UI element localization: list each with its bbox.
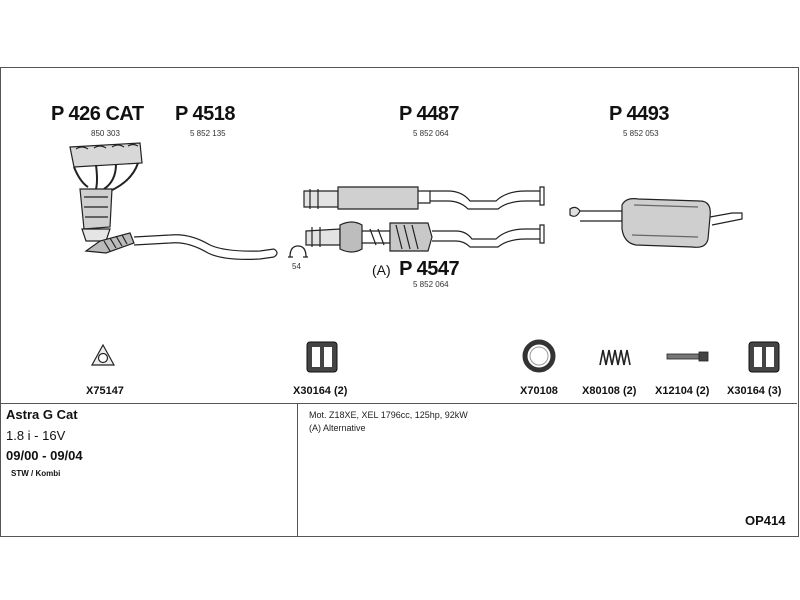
accessory-code-x75147: X75147: [86, 385, 124, 397]
spring-icon: [599, 349, 631, 366]
part-number-p4518: P 4518: [175, 103, 236, 125]
vehicle-engine: 1.8 i - 16V: [6, 428, 66, 443]
rubber-mount-icon: [748, 341, 780, 373]
accessory-code-x30164-3: X30164 (3): [727, 385, 782, 397]
accessory-code-x80108: X80108 (2): [582, 385, 637, 397]
accessory-code-x12104: X12104 (2): [655, 385, 710, 397]
part-number-p4493: P 4493: [609, 103, 670, 125]
vehicle-model: Astra G Cat: [6, 407, 78, 422]
vehicle-body: STW / Kombi: [11, 469, 61, 478]
horizontal-divider: [0, 403, 797, 404]
part-ref-p4518: 5 852 135: [190, 129, 226, 138]
clamp-icon: [288, 245, 308, 258]
rubber-mount-icon: [306, 341, 338, 373]
engine-note: Mot. Z18XE, XEL 1796cc, 125hp, 92kW: [309, 410, 468, 420]
gasket-flange-icon: [90, 343, 116, 366]
accessory-code-x30164-2: X30164 (2): [293, 385, 348, 397]
part-number-p426cat: P 426 CAT: [51, 103, 144, 125]
alternative-middle-pipe-drawing: [305, 221, 545, 253]
manifold-front-pipe-drawing: [69, 142, 278, 260]
diagram-code: OP414: [745, 513, 786, 528]
part-number-p4487: P 4487: [399, 103, 460, 125]
bolt-icon: [666, 351, 709, 362]
part-ref-p4547: 5 852 064: [413, 280, 449, 289]
middle-silencer-drawing: [303, 186, 545, 210]
part-ref-p426cat: 850 303: [91, 129, 120, 138]
ring-gasket-icon: [522, 339, 556, 373]
sheet-frame: [0, 67, 799, 537]
rear-silencer-drawing: [569, 198, 743, 248]
clamp-label: 54: [292, 262, 301, 271]
part-number-p4547: P 4547: [399, 258, 460, 280]
vehicle-years: 09/00 - 09/04: [6, 448, 83, 463]
vertical-divider: [297, 404, 298, 536]
part-label-p4547: (A) P 4547: [372, 258, 460, 281]
part-ref-p4487: 5 852 064: [413, 129, 449, 138]
alternative-prefix: (A): [372, 262, 391, 278]
exhaust-system-sheet: P 426 CAT 850 303 P 4518 5 852 135 P 448…: [0, 67, 799, 537]
alternative-note: (A) Alternative: [309, 423, 366, 433]
accessory-code-x70108: X70108: [520, 385, 558, 397]
part-ref-p4493: 5 852 053: [623, 129, 659, 138]
